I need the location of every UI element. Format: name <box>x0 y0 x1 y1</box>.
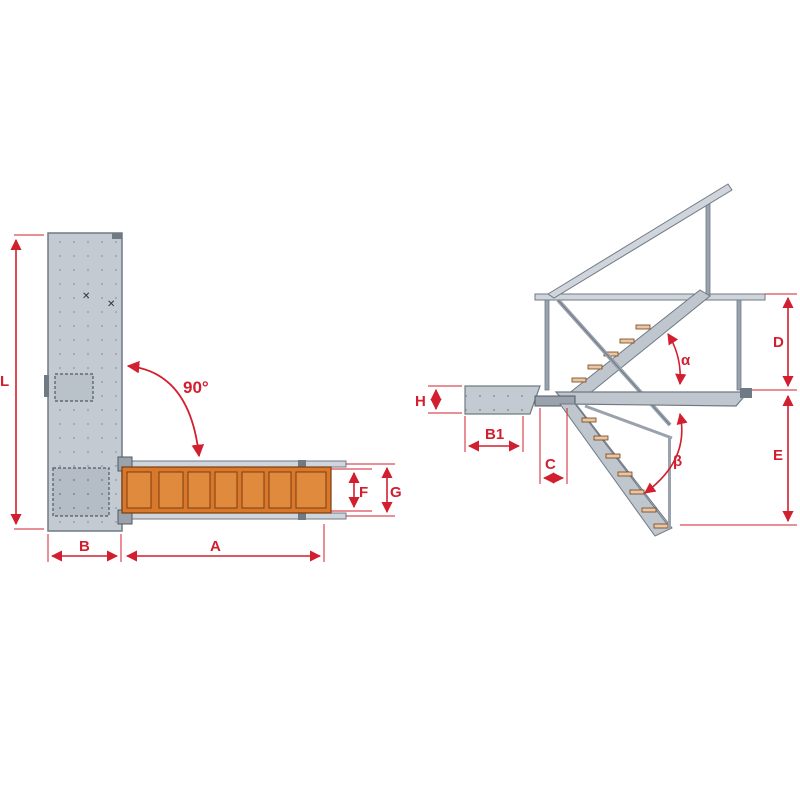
label-L: L <box>0 373 9 390</box>
top-view: ✕ ✕ L <box>0 232 402 562</box>
label-A: A <box>210 538 221 555</box>
middle-landing <box>554 391 750 407</box>
dimension-G: G <box>346 463 402 517</box>
svg-text:✕: ✕ <box>82 291 90 302</box>
angle-90: 90° <box>126 360 209 458</box>
angle-beta: β <box>644 412 688 494</box>
side-view: H B1 C D E <box>415 183 797 537</box>
dimension-B: B <box>47 534 122 562</box>
dimension-E: E <box>680 394 797 526</box>
label-alpha: α <box>681 352 691 369</box>
label-E: E <box>773 447 783 464</box>
label-F: F <box>359 484 368 501</box>
top-beam <box>534 293 766 301</box>
access-hatch-upper <box>54 373 94 402</box>
label-B1: B1 <box>485 426 504 443</box>
label-B: B <box>79 538 90 555</box>
label-90: 90° <box>183 378 209 397</box>
dimension-D: D <box>752 293 797 391</box>
label-G: G <box>390 484 402 501</box>
label-H: H <box>415 393 426 410</box>
lower-stringer <box>559 403 673 537</box>
dimension-A: A <box>125 524 325 562</box>
dimension-B1: B1 <box>464 416 524 452</box>
stair-treads-top <box>121 466 332 514</box>
dimension-C: C <box>539 408 568 484</box>
label-beta: β <box>673 453 682 470</box>
upper-stringer <box>566 289 711 399</box>
dimension-F: F <box>331 468 372 512</box>
angle-alpha: α <box>667 333 691 386</box>
dimension-H: H <box>415 385 462 414</box>
label-C: C <box>545 456 556 473</box>
svg-text:✕: ✕ <box>107 299 115 310</box>
label-D: D <box>773 334 784 351</box>
upper-handrail <box>547 183 733 299</box>
dimension-L: L <box>0 234 44 530</box>
